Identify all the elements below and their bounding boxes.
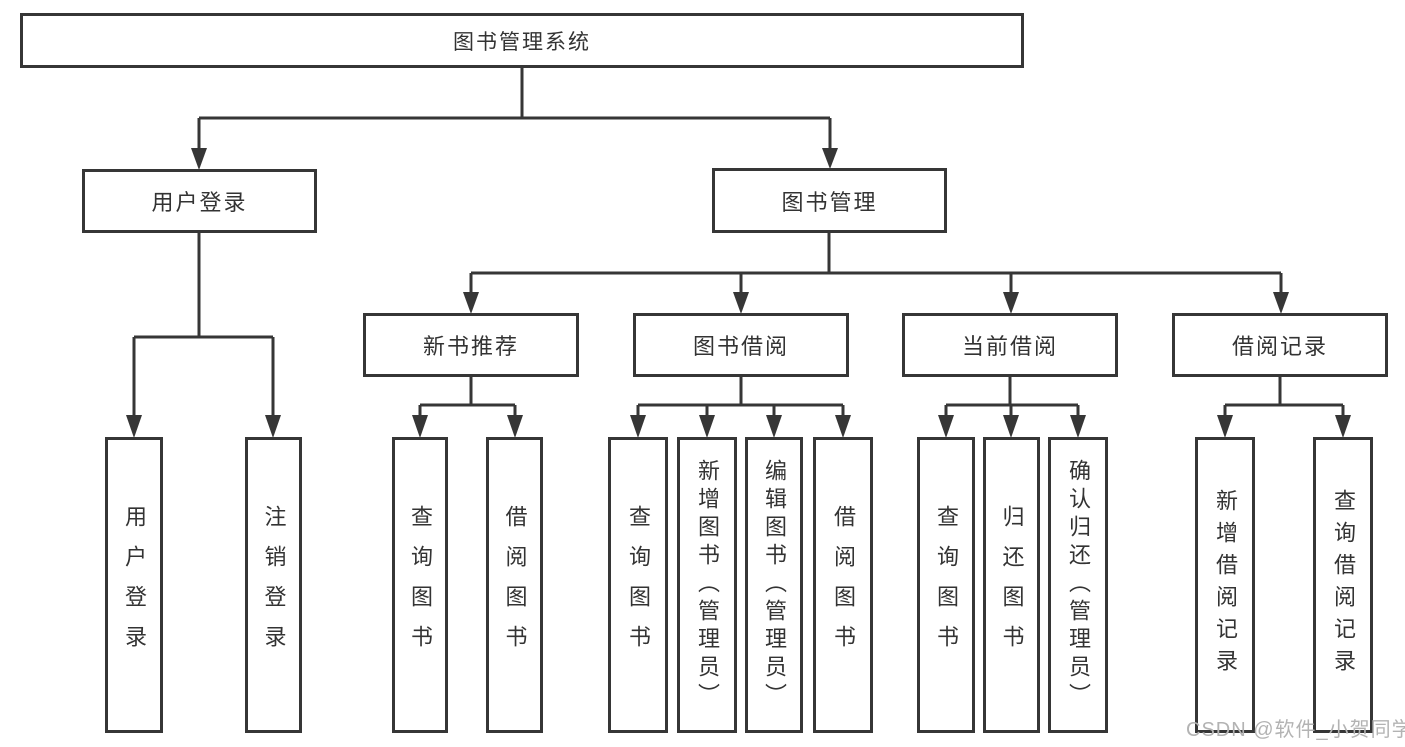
node-edit-books-admin: 编辑图书（管理员） (745, 437, 803, 733)
node-label: 新增借阅记录 (1213, 489, 1238, 681)
node-add-borrow-record: 新增借阅记录 (1195, 437, 1255, 733)
node-current-borrowing: 当前借阅 (902, 313, 1118, 377)
node-label: 归还图书 (999, 505, 1025, 665)
arrow-icon (1335, 415, 1351, 438)
arrow-icon (507, 415, 523, 438)
node-label: 用户登录 (122, 505, 147, 665)
arrow-icon (265, 415, 281, 438)
node-label: 图书管理系统 (453, 30, 591, 54)
node-query-books-borrow: 查询图书 (608, 437, 668, 733)
connector-path (132, 68, 1345, 419)
node-label: 借阅记录 (1231, 334, 1328, 359)
csdn-watermark: CSDN @软件_小贺同学 (1186, 719, 1405, 741)
node-logout: 注销登录 (245, 437, 302, 733)
arrow-icon (835, 415, 851, 438)
node-book-management: 图书管理 (712, 168, 947, 233)
node-label: 确认归还（管理员） (1066, 459, 1091, 711)
arrow-icon (733, 292, 749, 314)
node-borrow-books-recommend: 借阅图书 (486, 437, 543, 733)
node-label: 注销登录 (261, 505, 287, 665)
node-label: 编辑图书（管理员） (762, 459, 787, 711)
node-user-login: 用户登录 (82, 169, 317, 233)
node-label: 查询图书 (626, 505, 651, 665)
node-label: 查询图书 (408, 505, 433, 665)
node-book-borrowing: 图书借阅 (633, 313, 849, 377)
node-label: 查询图书 (934, 505, 959, 665)
node-label: 新书推荐 (422, 334, 519, 359)
node-borrowing-records: 借阅记录 (1172, 313, 1388, 377)
arrow-icon (126, 415, 142, 438)
node-library-management-system: 图书管理系统 (20, 13, 1024, 68)
node-query-books-current: 查询图书 (917, 437, 975, 733)
node-user-login-leaf: 用户登录 (105, 437, 163, 733)
node-label: 图书管理 (781, 189, 878, 215)
arrow-icon (766, 415, 782, 438)
arrow-icon (699, 415, 715, 438)
arrowheads (126, 148, 1351, 438)
node-label: 借阅图书 (831, 505, 856, 665)
arrow-icon (463, 292, 479, 314)
arrow-icon (938, 415, 954, 438)
arrow-icon (630, 415, 646, 438)
arrow-icon (1003, 415, 1019, 438)
arrow-icon (822, 148, 838, 169)
node-new-book-recommendation: 新书推荐 (363, 313, 579, 377)
node-label: 图书借阅 (692, 334, 789, 359)
node-label: 当前借阅 (961, 334, 1058, 359)
node-return-books: 归还图书 (983, 437, 1040, 733)
node-borrow-books: 借阅图书 (813, 437, 873, 733)
arrow-icon (412, 415, 428, 438)
node-query-books-recommend: 查询图书 (392, 437, 448, 733)
arrow-icon (191, 148, 207, 170)
node-confirm-return-admin: 确认归还（管理员） (1048, 437, 1108, 733)
node-query-borrow-record: 查询借阅记录 (1313, 437, 1373, 733)
arrow-icon (1217, 415, 1233, 438)
arrow-icon (1003, 292, 1019, 314)
node-label: 借阅图书 (502, 505, 528, 665)
node-label: 查询借阅记录 (1331, 489, 1356, 681)
node-label: 用户登录 (151, 190, 248, 215)
arrow-icon (1070, 415, 1086, 438)
node-label: 新增图书（管理员） (695, 459, 720, 711)
node-add-books-admin: 新增图书（管理员） (677, 437, 737, 733)
arrow-icon (1273, 292, 1289, 314)
